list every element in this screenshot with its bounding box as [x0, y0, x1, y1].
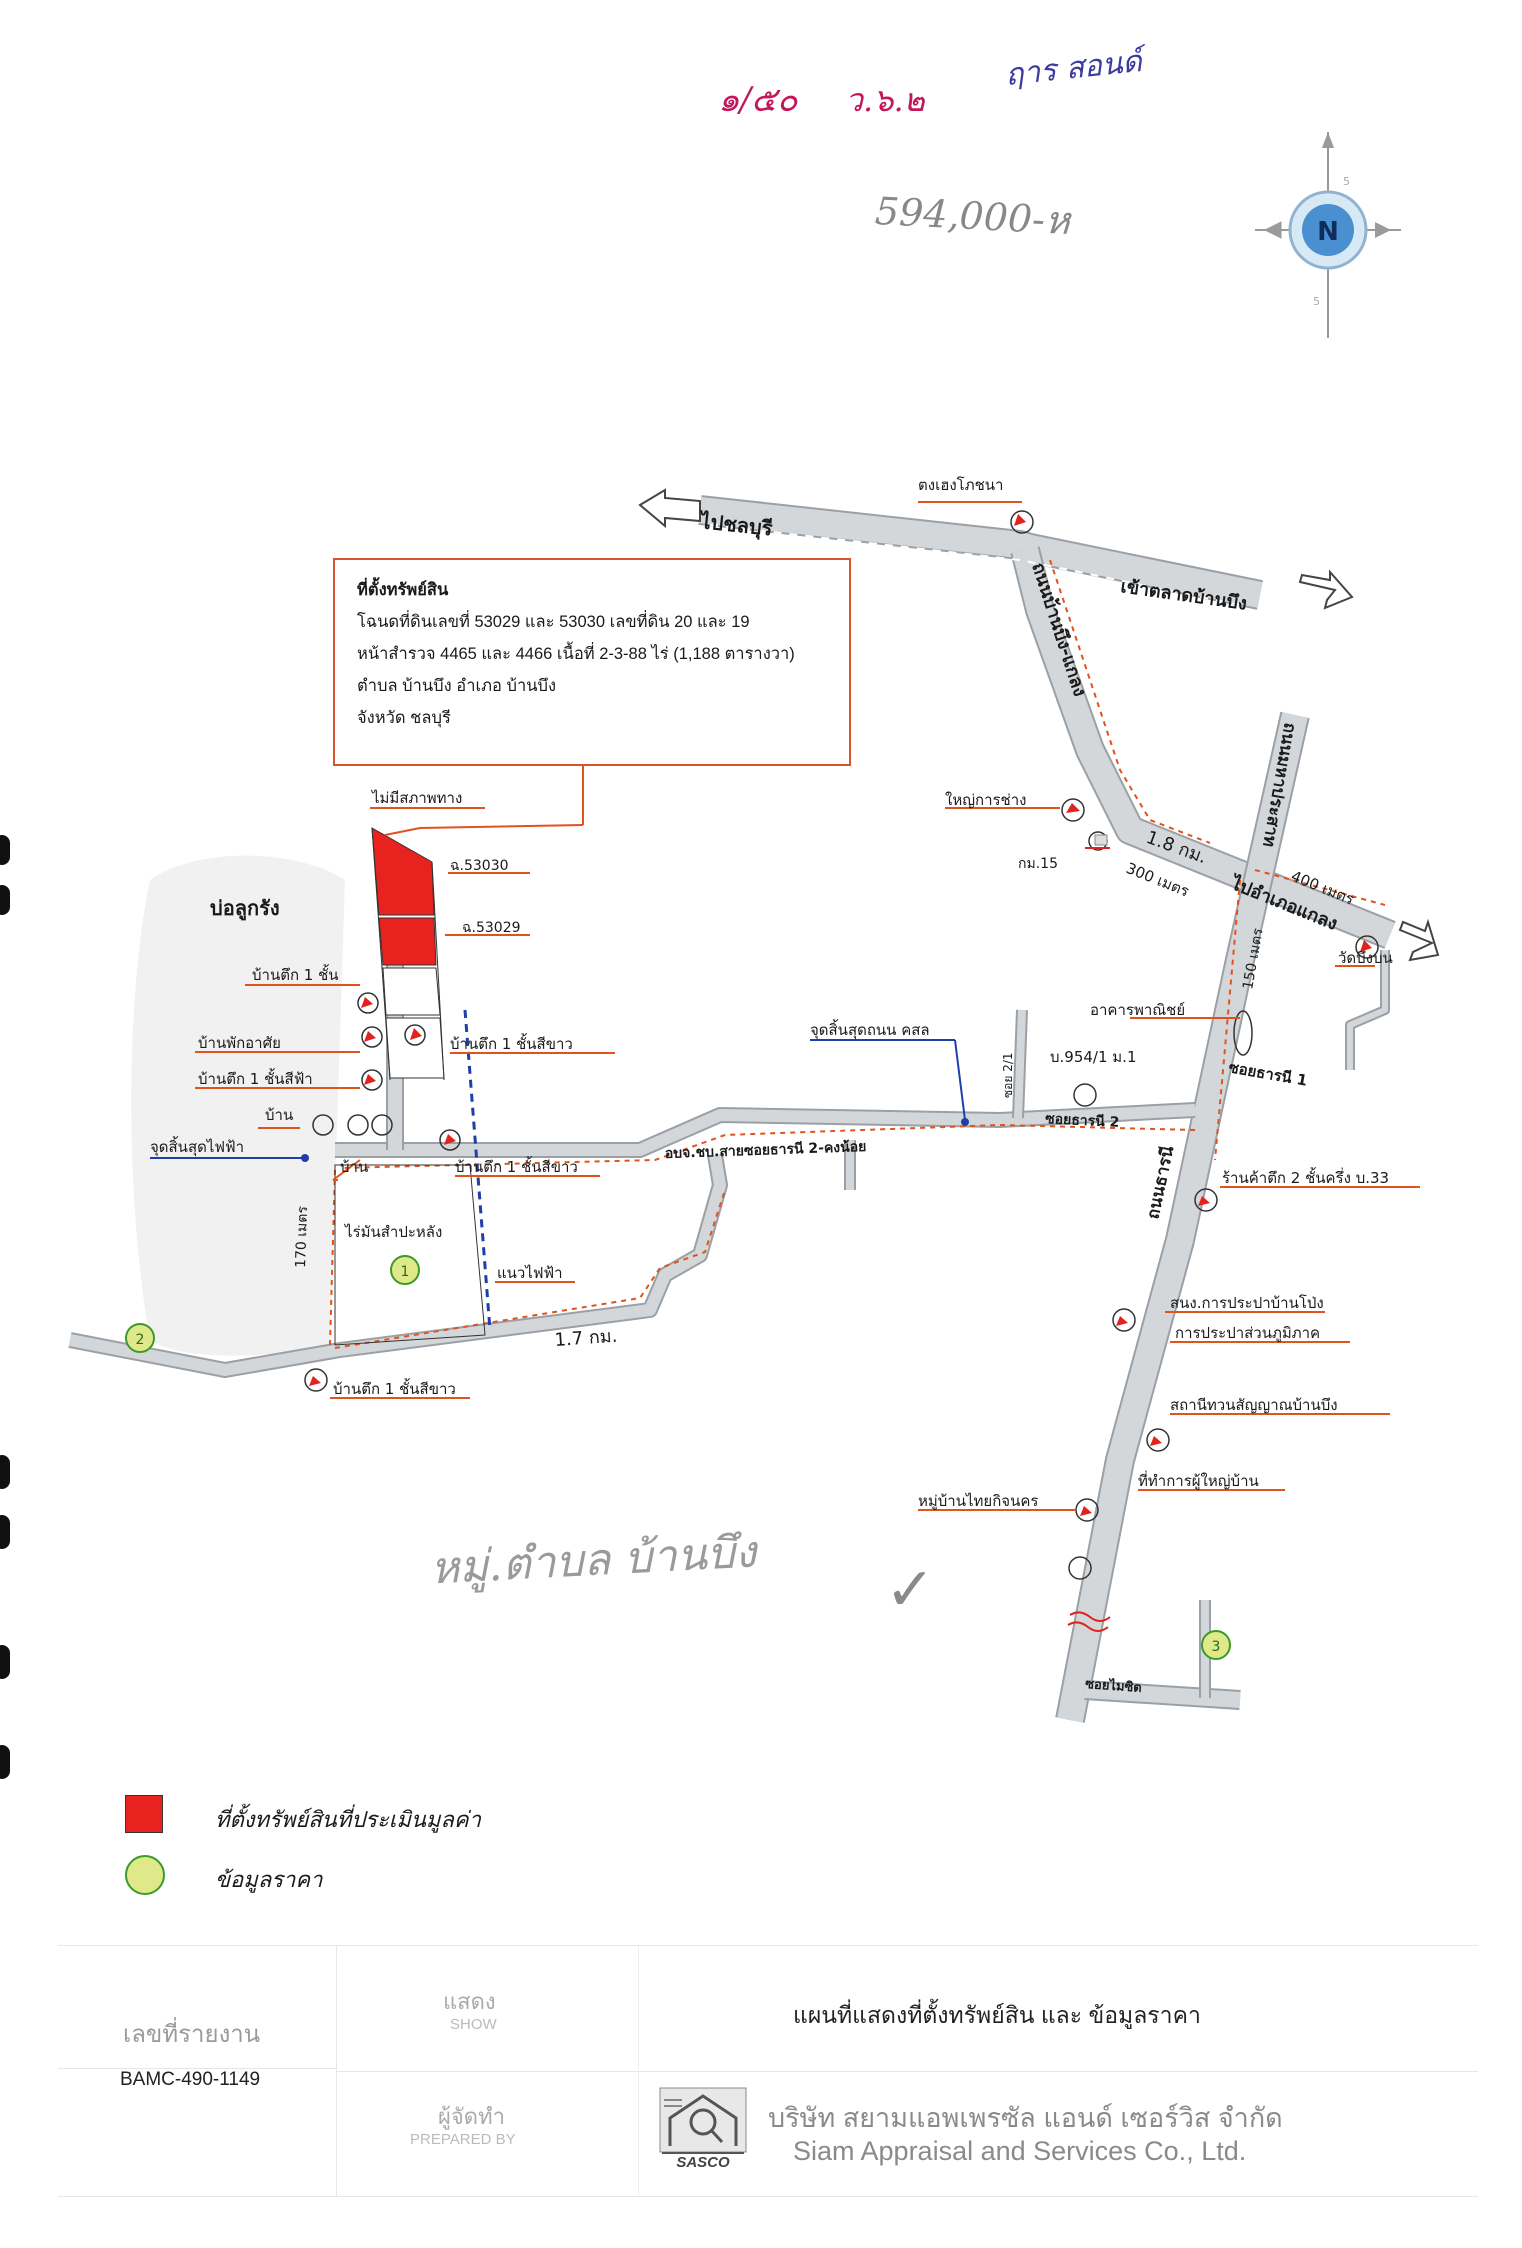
label-wat: วัดบึงบน	[1338, 949, 1393, 967]
prepared-label-th: ผู้จัดทำ	[438, 2104, 505, 2129]
report-number-label: เลขที่รายงาน	[123, 2021, 261, 2048]
label-headman-office: ที่ทำการผู้ใหญ่บ้าน	[1138, 1470, 1259, 1490]
company-name-th: บริษัท สยามแอพเพรซัล แอนด์ เซอร์วิส จำกั…	[768, 2103, 1283, 2133]
label-road-end: จุดสิ้นสุดถนน คสล	[810, 1019, 930, 1040]
label-road-description: อบจ.ชบ.สายซอยธารนี 2-คงน้อย	[665, 1139, 867, 1162]
legend-subject-label: ที่ตั้งทรัพย์สินที่ประเมินมูลค่า	[215, 1807, 481, 1832]
label-house-white-2: บ้านตึก 1 ชั้นสีขาว	[455, 1156, 578, 1176]
landmark-markers	[304, 510, 1379, 1580]
label-village: หมู่บ้านไทยกิจนคร	[918, 1492, 1038, 1510]
label-electricity-end: จุดสิ้นสุดไฟฟ้า	[150, 1136, 244, 1157]
info-box-line-4: จังหวัด ชลบุรี	[357, 709, 451, 727]
info-box-title: ที่ตั้งทรัพย์สิน	[357, 581, 449, 599]
info-box-line-2: หน้าสำรวจ 4465 และ 4466 เนื้อที่ 2-3-88 …	[357, 645, 795, 663]
report-number: BAMC-490-1149	[120, 2069, 261, 2090]
direction-arrows	[638, 488, 1440, 962]
label-signal-station: สถานีทวนสัญญาณบ้านบึง	[1170, 1396, 1338, 1414]
label-km15: กม.15	[1018, 856, 1058, 872]
label-soi-maisit: ซอยไมซิต	[1085, 1675, 1143, 1696]
label-plot-53029: ฉ.53029	[462, 920, 521, 936]
show-label-en: SHOW	[450, 2016, 497, 2033]
label-soi-tharanee-1: ซอยธารนี 1	[1227, 1058, 1308, 1090]
label-house-1floor: บ้านตึก 1 ชั้น	[252, 964, 339, 984]
legend-price-swatch	[125, 1855, 165, 1895]
handwritten-note-2: ว.๖.๒	[845, 81, 925, 119]
check-mark: ✓	[885, 1555, 936, 1625]
label-tongheng: ตงเฮงโภชนา	[918, 476, 1003, 494]
legend: ที่ตั้งทรัพย์สินที่ประเมินมูลค่า ข้อมูลร…	[125, 1790, 645, 1910]
label-b954: บ.954/1 ม.1	[1050, 1048, 1136, 1066]
label-house-b: บ้าน	[340, 1158, 368, 1176]
label-residence: บ้านพักอาศัย	[198, 1034, 281, 1052]
km-post-icon	[1085, 834, 1110, 849]
label-house: บ้าน	[265, 1106, 293, 1124]
handwritten-note-1: ๑/๕๐	[718, 80, 798, 120]
label-pond: บ่อลูกรัง	[210, 896, 280, 922]
info-box-line-3: ตำบล บ้านบึง อำเภอ บ้านบึง	[357, 677, 557, 695]
label-house-1floor-blue: บ้านตึก 1 ชั้นสีฟ้า	[198, 1068, 313, 1088]
label-waterworks-2: การประปาส่วนภูมิภาค	[1175, 1324, 1320, 1342]
price-marker-3-label: 3	[1212, 1639, 1221, 1655]
label-house-white-1: บ้านตึก 1 ชั้นสีขาว	[450, 1033, 573, 1053]
power-line	[463, 1009, 492, 1331]
subject-plots	[371, 827, 445, 1081]
label-yai-garage: ใหญ่การช่าง	[945, 791, 1026, 809]
info-box-line-1: โฉนดที่ดินเลขที่ 53029 และ 53030 เลขที่ด…	[357, 613, 750, 631]
marker-arrows	[309, 514, 1372, 1516]
location-map: 1 2 3 ไปชลบุรี เข้าตลาดบ้านบึง ตงเฮงโภชน…	[68, 476, 1440, 1723]
price-marker-2-label: 2	[136, 1332, 145, 1348]
roads	[68, 495, 1396, 1723]
legend-price-label: ข้อมูลราคา	[215, 1867, 323, 1892]
label-cassava: ไร่มันสำปะหลัง	[344, 1223, 442, 1241]
label-dist-170m: 170 เมตร	[293, 1205, 311, 1268]
compass-south-mark: 5	[1313, 295, 1320, 308]
company-name-en: Siam Appraisal and Services Co., Ltd.	[793, 2136, 1247, 2166]
cassava-plot	[334, 1164, 486, 1346]
label-soi-2-1: ซอย 2/1	[1001, 1052, 1015, 1098]
sasco-logo: SASCO	[658, 2086, 748, 2176]
label-underlines	[195, 501, 1420, 1511]
compass-rose: N 5 5	[1255, 132, 1401, 338]
label-power-line: แนวไฟฟ้า	[497, 1264, 563, 1282]
price-markers	[125, 1255, 1231, 1660]
sasco-logo-text: SASCO	[662, 2152, 744, 2171]
compass-north-mark: 5	[1343, 175, 1350, 188]
route-lines	[329, 559, 1386, 1349]
label-dist-1-7km: 1.7 กม.	[554, 1326, 618, 1351]
prepared-label-en: PREPARED BY	[410, 2131, 516, 2148]
label-plot-53030: ฉ.53030	[450, 858, 509, 874]
label-house-white-3: บ้านตึก 1 ชั้นสีขาว	[333, 1378, 456, 1398]
road-break-mark	[1067, 1611, 1111, 1632]
compass-n-label: N	[1317, 217, 1339, 247]
show-label-th: แสดง	[443, 1989, 496, 2014]
footer-title-block: เลขที่รายงาน BAMC-490-1149 แสดง SHOW แผน…	[58, 1945, 1478, 2197]
label-shop: ร้านค้าตึก 2 ชั้นครึ่ง บ.33	[1222, 1167, 1389, 1187]
label-commercial: อาคารพาณิชย์	[1090, 1001, 1185, 1019]
label-soi-tharanee-2: ซอยธารนี 2	[1045, 1111, 1120, 1131]
pond-area	[131, 855, 345, 1356]
map-title: แผนที่แสดงที่ตั้งทรัพย์สิน และ ข้อมูลราค…	[793, 2002, 1201, 2028]
label-no-access: ไม่มีสภาพทาง	[371, 789, 462, 807]
price-marker-1-label: 1	[401, 1264, 410, 1280]
label-waterworks-1: สนง.การประปาบ้านโป่ง	[1170, 1294, 1324, 1312]
legend-subject-swatch	[125, 1795, 163, 1833]
property-info-box: ที่ตั้งทรัพย์สิน โฉนดที่ดินเลขที่ 53029 …	[333, 558, 851, 766]
